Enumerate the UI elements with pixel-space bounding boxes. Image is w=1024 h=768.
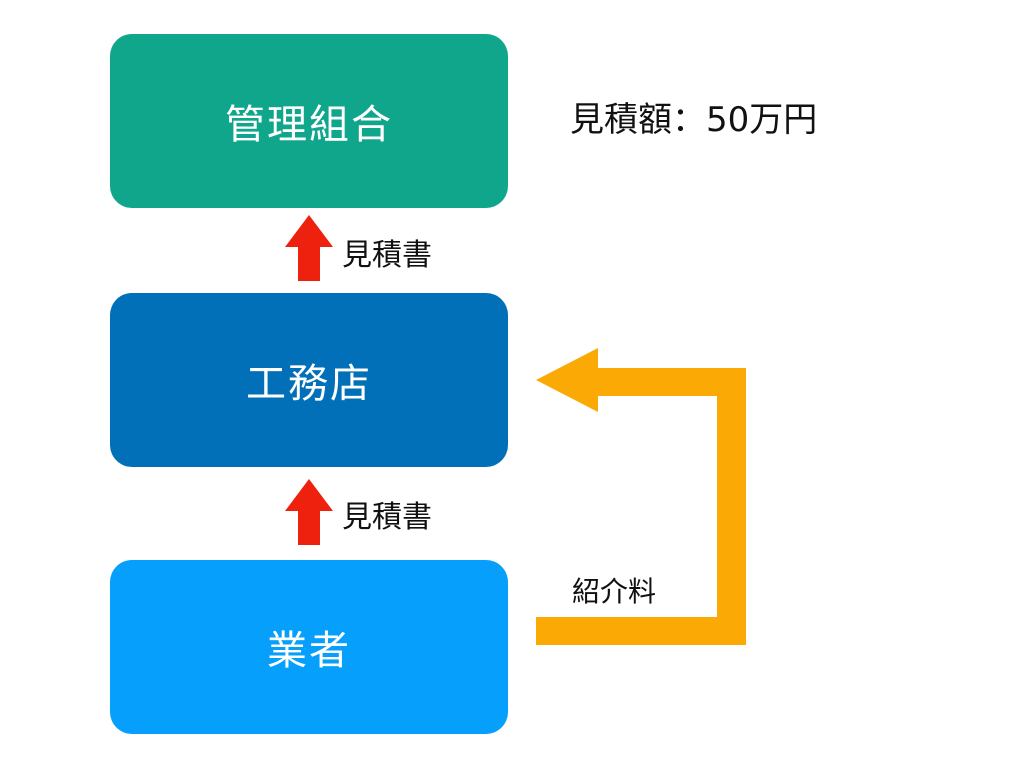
kanri-kumiai-box: 管理組合 [110,34,508,208]
kanri-kumiai-label: 管理組合 [225,102,393,148]
koumuten-box: 工務店 [110,293,508,467]
estimate-document-lower-label: 見積書 [342,500,432,535]
gyousha-label: 業者 [267,628,351,674]
koumuten-label: 工務店 [246,361,372,407]
arrow-up-icon-upper [285,215,333,281]
arrow-up-icon-lower [285,479,333,545]
estimate-document-upper-label: 見積書 [342,238,432,273]
referral-fee-label: 紹介料 [572,575,657,608]
bent-arrow-left-icon [536,348,746,645]
estimate-amount-label: 見積額：50万円 [570,100,818,140]
gyousha-box: 業者 [110,560,508,734]
